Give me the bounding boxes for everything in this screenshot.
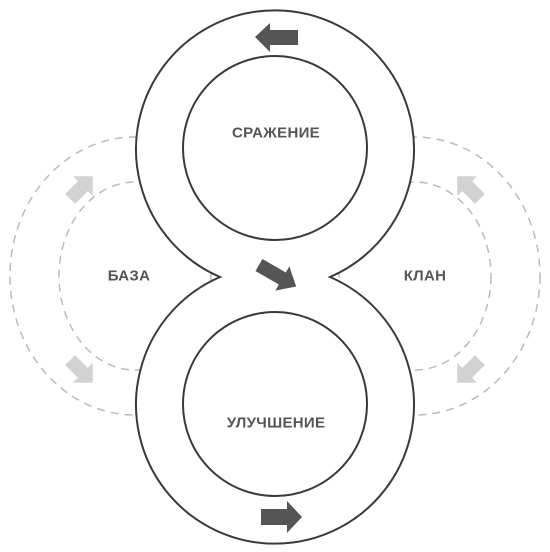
clan-lower-arrow xyxy=(457,355,485,383)
clan-upper-arrow xyxy=(457,176,485,204)
base-loop-inner xyxy=(58,181,212,371)
clan-label: КЛАН xyxy=(403,267,447,285)
base-lower-arrow xyxy=(65,355,93,383)
base-upper-arrow xyxy=(65,176,93,204)
battle-circle xyxy=(182,55,368,241)
base-label: БАЗА xyxy=(107,267,151,285)
top-left-arrow xyxy=(255,23,298,52)
upgrade-label: УЛУЧШЕНИЕ xyxy=(226,414,326,432)
center-down-right-arrow xyxy=(255,258,297,291)
upgrade-circle xyxy=(182,311,368,497)
clan-loop-outer xyxy=(289,136,541,416)
bottom-right-arrow xyxy=(261,501,302,533)
battle-label: СРАЖЕНИЕ xyxy=(232,124,320,142)
clan-loop-inner xyxy=(338,181,492,371)
